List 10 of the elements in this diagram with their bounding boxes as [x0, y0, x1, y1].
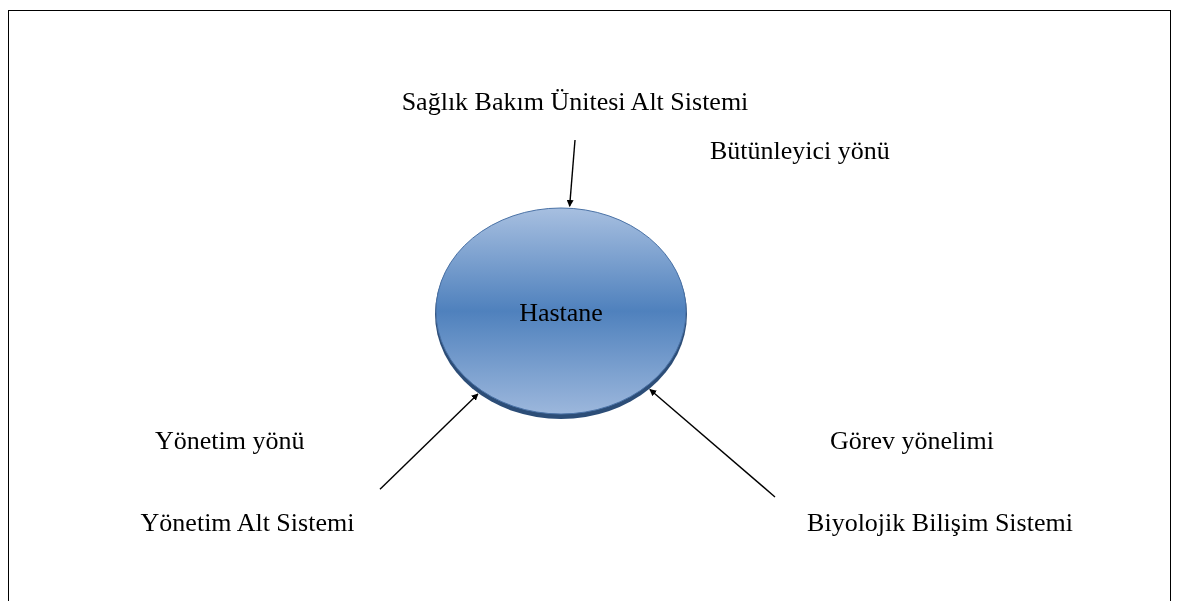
node-label: Hastane: [519, 298, 603, 328]
arrow: [566, 139, 576, 207]
arrow: [649, 388, 776, 498]
node-label: Yönetim Alt Sistemi: [140, 506, 355, 539]
arrow: [379, 393, 479, 490]
direction-label: Yönetim yönü: [155, 425, 305, 457]
direction-label: Görev yönelimi: [830, 425, 994, 457]
node-label: Sağlık Bakım Ünitesi Alt Sistemi: [401, 85, 749, 118]
node-label: Biyolojik Bilişim Sistemi: [807, 506, 1073, 539]
direction-label: Bütünleyici yönü: [710, 135, 890, 167]
